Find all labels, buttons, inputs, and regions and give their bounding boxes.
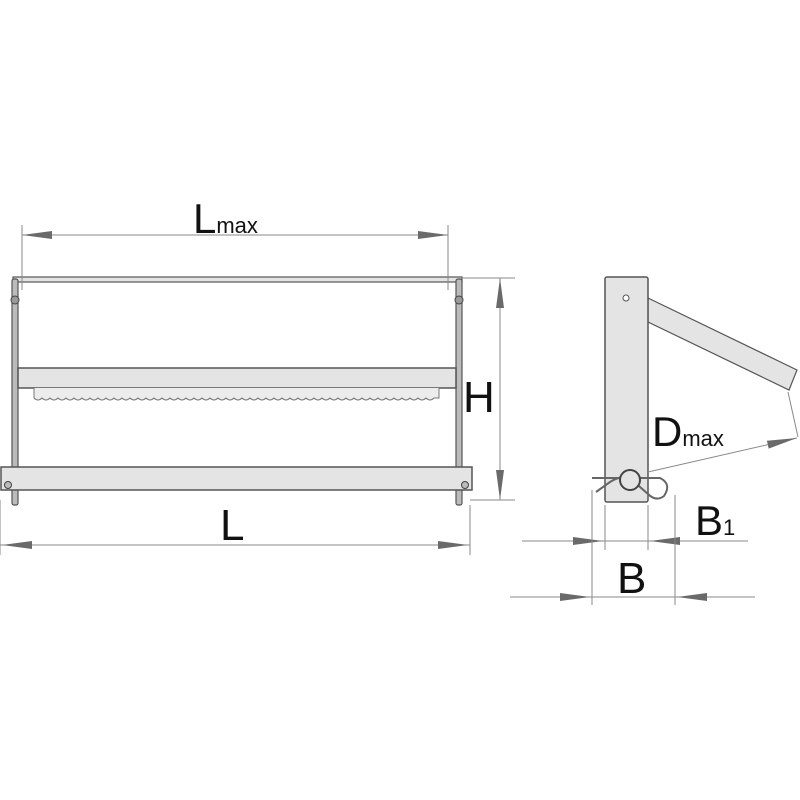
- svg-text:Lmax: Lmax: [193, 195, 258, 242]
- label-dmax: D: [652, 408, 682, 455]
- tray: [17, 367, 457, 389]
- bolt-icon: [10, 295, 20, 305]
- label-h: H: [463, 373, 495, 422]
- label-lmax: L: [193, 195, 216, 242]
- label-l: L: [220, 501, 244, 550]
- label-b: B: [617, 554, 646, 603]
- label-b1-sub: 1: [723, 515, 735, 540]
- top-bar: [12, 276, 463, 283]
- serrated-blade: [33, 388, 440, 401]
- right-post: [455, 278, 463, 506]
- side-post: [604, 276, 649, 503]
- label-lmax-sub: max: [216, 213, 258, 238]
- front-view: Lmax H L: [0, 195, 515, 555]
- bottom-bar: [0, 466, 473, 491]
- bolt-icon: [461, 481, 469, 489]
- left-post: [11, 278, 19, 506]
- bolt-icon: [4, 481, 12, 489]
- bolt-icon: [454, 295, 464, 305]
- hole-icon: [622, 294, 630, 302]
- svg-text:Dmax: Dmax: [652, 408, 724, 455]
- dimension-dmax: [647, 437, 798, 473]
- svg-text:B1: B1: [695, 497, 735, 544]
- label-b1: B: [695, 497, 723, 544]
- cutter-arm: [647, 297, 798, 391]
- pin-icon: [619, 469, 641, 491]
- label-dmax-sub: max: [682, 426, 724, 451]
- side-view: Dmax B1 B: [510, 276, 799, 605]
